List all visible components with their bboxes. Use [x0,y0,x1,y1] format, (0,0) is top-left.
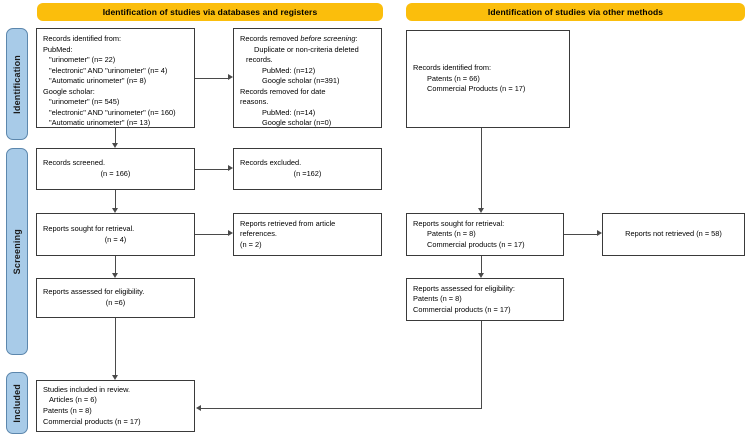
right-records-identified-patents: Patents (n = 66) [427,73,480,83]
right-reports-assessed-commercial: Commercial products (n = 17) [413,304,511,314]
records-identified-pubmed-line-1: "urinometer" (n= 22) [49,55,116,65]
records-removed-dup-gscholar: Google scholar (n=391) [262,76,340,86]
records-screened-title: Records screened. [43,158,106,168]
box-reports-retrieved-references: Reports retrieved from article reference… [233,213,382,256]
arrowhead-right-sought-to-not-retrieved [597,230,602,236]
arrowhead-identified-to-removed [228,74,233,80]
records-removed-title-tail: : [355,34,358,43]
box-records-screened: Records screened. (n = 166) [36,148,195,190]
connector-sought-to-assessed [115,256,116,273]
records-identified-gscholar-line-2: "electronic" AND "urinometer" (n= 160) [49,107,176,117]
studies-included-articles: Articles (n = 6) [49,395,97,405]
connector-sought-to-retrieved [195,234,228,235]
studies-included-title: Studies included in review. [43,384,131,394]
header-bar-databases-registers-label: Identification of studies via databases … [102,7,318,17]
records-identified-gscholar-line-1: "urinometer" (n= 545) [49,97,120,107]
box-reports-not-retrieved: Reports not retrieved (n = 58) [602,213,745,256]
reports-sought-count: (n = 4) [104,234,127,244]
records-removed-date-line-1: Records removed for date [240,86,326,96]
arrowhead-screened-to-sought [111,208,118,213]
connector-right-assessed-elbow-vertical [481,321,482,409]
reports-assessed-left-count: (n =6) [105,298,126,307]
studies-included-patents: Patents (n = 8) [43,406,92,415]
connector-right-sought-to-not-retrieved [564,234,597,235]
right-reports-sought-title: Reports sought for retrieval: [413,218,505,228]
right-reports-sought-patents: Patents (n = 8) [427,229,476,239]
header-bar-other-methods: Identification of studies via other meth… [406,3,745,21]
records-identified-gscholar-label: Google scholar: [43,86,95,96]
records-removed-date-pubmed: PubMed: (n=14) [262,107,316,117]
arrowhead-sought-to-assessed [111,273,118,278]
reports-retrieved-line-2: references. [240,229,277,239]
records-removed-title-plain: Records removed [240,34,301,43]
right-reports-sought-commercial: Commercial products (n = 17) [427,239,525,249]
box-reports-assessed-eligibility-left: Reports assessed for eligibility. (n =6) [36,278,195,318]
connector-screened-to-excluded [195,169,228,170]
connector-identified-to-removed [195,78,228,79]
stage-tab-identification-label: Identification [12,54,22,114]
box-reports-sought-retrieval: Reports sought for retrieval. (n = 4) [36,213,195,256]
arrowhead-sought-to-retrieved [228,230,233,236]
box-records-excluded: Records excluded. (n =162) [233,148,382,190]
stage-tab-screening: Screening [6,148,28,355]
header-bar-databases-registers: Identification of studies via databases … [37,3,383,21]
studies-included-commercial: Commercial products (n = 17) [43,416,141,426]
records-identified-pubmed-line-2: "electronic" AND "urinometer" (n= 4) [49,65,168,75]
connector-identified-to-screened [115,128,116,143]
arrowhead-identified-to-screened [111,143,118,148]
records-removed-dup-pubmed: PubMed: (n=12) [262,65,316,75]
records-removed-date-line-2: reasons. [240,97,269,107]
records-removed-date-gscholar: Google scholar (n=0) [262,118,332,128]
stage-tab-identification: Identification [6,28,28,140]
arrowhead-right-identified-to-sought [477,208,484,213]
stage-tab-included-label: Included [12,383,22,423]
reports-sought-title: Reports sought for retrieval. [43,223,135,233]
box-records-removed-before-screening: Records removed before screening: Duplic… [233,28,382,128]
reports-retrieved-line-1: Reports retrieved from article [240,218,336,228]
connector-assessed-to-included [115,318,116,375]
right-reports-assessed-title: Reports assessed for eligibility: [413,283,515,293]
records-removed-title-italic: before screening [300,34,356,43]
box-records-identified-other-methods: Records identified from: Patents (n = 66… [406,30,570,128]
records-screened-count: (n = 166) [100,169,131,178]
records-identified-pubmed-line-3: "Automatic urinometer" (n= 8) [49,76,147,86]
records-removed-title: Records removed before screening: [240,34,375,45]
arrowhead-screened-to-excluded [228,165,233,171]
box-studies-included-review: Studies included in review. Articles (n … [36,380,195,432]
arrowhead-assessed-to-included [111,375,118,380]
reports-not-retrieved-title: Reports not retrieved (n = 58) [625,229,722,239]
header-bar-other-methods-label: Identification of studies via other meth… [487,7,664,17]
records-identified-gscholar-line-3: "Automatic urinometer" (n= 13) [49,118,151,128]
arrowhead-right-assessed-to-included [196,404,201,411]
records-identified-pubmed-label: PubMed: [43,44,73,54]
records-excluded-count: (n =162) [293,169,322,178]
stage-tab-screening-label: Screening [12,228,22,275]
records-excluded-title: Records excluded. [240,158,302,168]
records-removed-dup-line-1: Duplicate or non-criteria deleted [254,44,359,54]
right-records-identified-commercial: Commercial Products (n = 17) [427,84,526,94]
box-records-identified-databases: Records identified from: PubMed: "urinom… [36,28,195,128]
box-reports-sought-retrieval-right: Reports sought for retrieval: Patents (n… [406,213,564,256]
arrowhead-right-sought-to-assessed [477,273,484,278]
connector-screened-to-sought [115,190,116,208]
connector-right-sought-to-assessed [481,256,482,273]
right-records-identified-title: Records identified from: [413,63,492,73]
stage-tab-included: Included [6,372,28,434]
records-identified-title: Records identified from: [43,34,122,43]
connector-right-assessed-elbow-horizontal [201,408,481,409]
box-reports-assessed-eligibility-right: Reports assessed for eligibility: Patent… [406,278,564,321]
reports-assessed-left-title: Reports assessed for eligibility. [43,287,145,297]
right-reports-assessed-patents: Patents (n = 8) [413,294,462,304]
reports-retrieved-count: (n = 2) [240,239,262,249]
connector-right-identified-to-sought [481,128,482,208]
records-removed-dup-line-2: records. [246,55,273,65]
